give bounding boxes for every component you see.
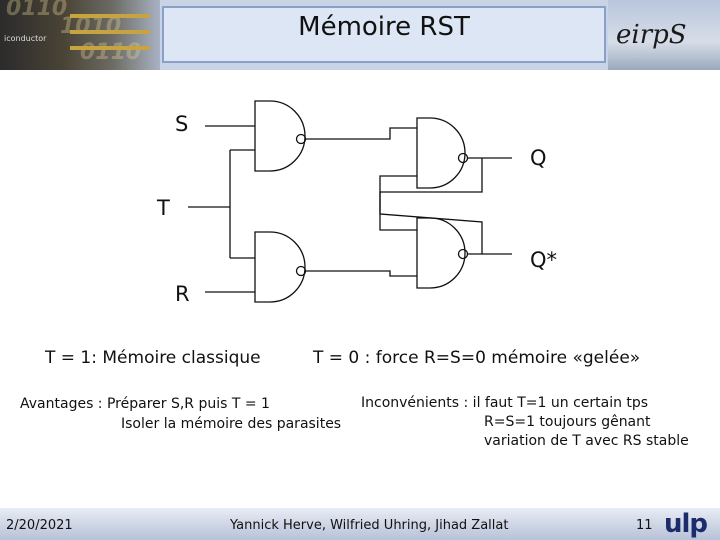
inconvenients-line-2: R=S=1 toujours gênant bbox=[484, 414, 651, 430]
slide-number: 11 bbox=[636, 518, 653, 533]
nand-gate-3 bbox=[416, 117, 466, 189]
eirps-logo: eirpS bbox=[616, 20, 687, 50]
inconvenients-line-3: variation de T avec RS stable bbox=[484, 433, 689, 449]
feedback-q bbox=[379, 158, 483, 231]
nand-bubble-2 bbox=[295, 265, 307, 277]
page-title: Mémoire RST bbox=[298, 12, 470, 42]
chip-pin bbox=[70, 46, 150, 50]
input-label-t: T bbox=[157, 196, 170, 220]
wire-g1-g3 bbox=[306, 127, 417, 140]
ulp-logo: ulp bbox=[664, 509, 708, 539]
input-label-s: S bbox=[175, 112, 189, 136]
nand-bubble-4 bbox=[457, 248, 469, 260]
binary-decor: 1010 bbox=[60, 14, 122, 39]
output-label-q: Q bbox=[530, 146, 547, 170]
inconvenients-line-1: Inconvénients : il faut T=1 un certain t… bbox=[361, 395, 649, 411]
feedback-q-star bbox=[379, 175, 483, 254]
title-box: Mémoire RST bbox=[162, 6, 606, 63]
header-banner: 0110 1010 0110 iconductor Mémoire RST ei… bbox=[0, 0, 720, 70]
wire-g2-g4 bbox=[306, 270, 417, 277]
binary-decor: 0110 bbox=[6, 0, 68, 21]
nand-gate-2 bbox=[254, 231, 306, 303]
output-label-q-star: Q* bbox=[530, 248, 558, 272]
note-t0: T = 0 : force R=S=0 mémoire «gelée» bbox=[313, 348, 641, 368]
input-label-r: R bbox=[175, 282, 190, 306]
footer-bar: 2/20/2021 Yannick Herve, Wilfried Uhring… bbox=[0, 508, 720, 540]
nand-gate-4 bbox=[416, 217, 466, 289]
nand-bubble-3 bbox=[457, 152, 469, 164]
footer-authors: Yannick Herve, Wilfried Uhring, Jihad Za… bbox=[230, 518, 509, 533]
semiconductor-banner-image: 0110 1010 0110 iconductor bbox=[0, 0, 160, 70]
chip-pin bbox=[70, 30, 150, 34]
chip-pin bbox=[70, 14, 150, 18]
nand-bubble-1 bbox=[295, 133, 307, 145]
advantages-line-2: Isoler la mémoire des parasites bbox=[121, 416, 342, 432]
note-t1: T = 1: Mémoire classique bbox=[45, 348, 261, 368]
footer-date: 2/20/2021 bbox=[6, 518, 73, 533]
advantages-line-1: Avantages : Préparer S,R puis T = 1 bbox=[20, 396, 270, 412]
binary-decor: 0110 bbox=[80, 40, 142, 65]
banner-caption: iconductor bbox=[4, 34, 47, 43]
building-banner-image: eirpS bbox=[608, 0, 720, 70]
